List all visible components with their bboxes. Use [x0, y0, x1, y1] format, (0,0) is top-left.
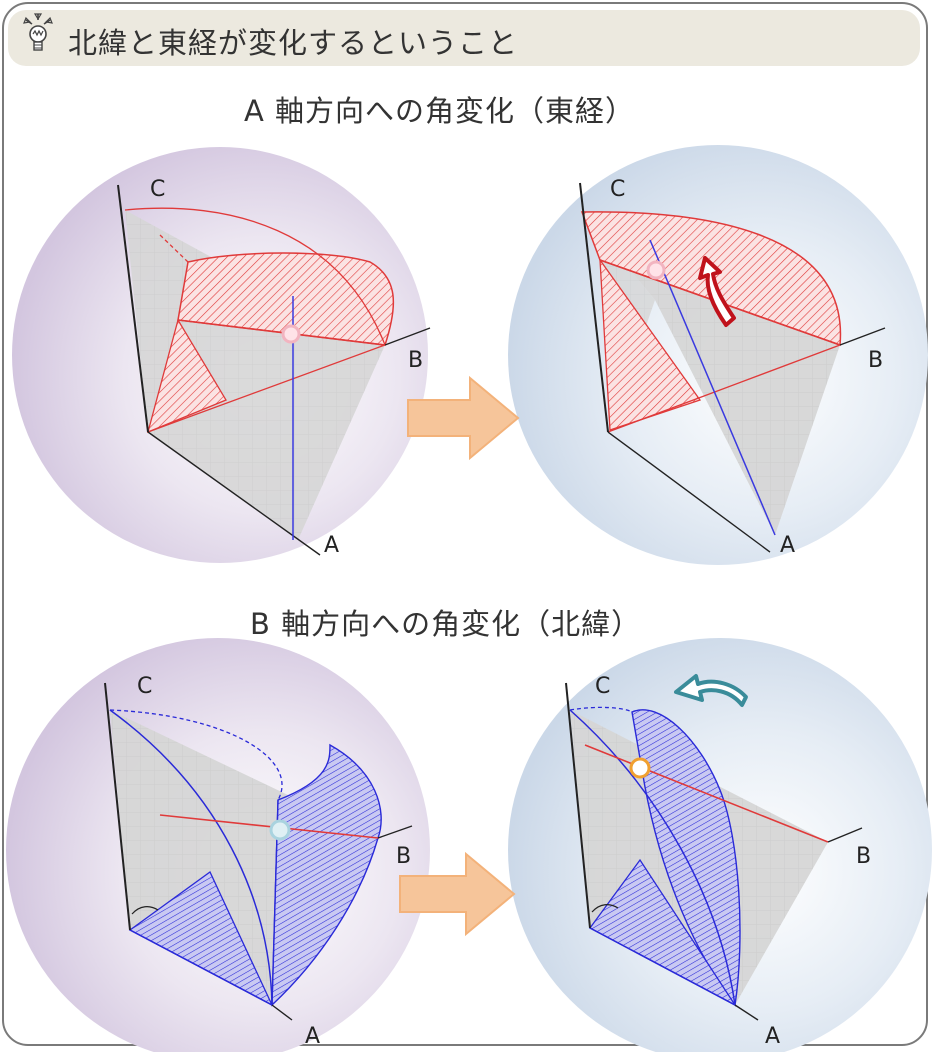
axis-label-c: C — [610, 177, 625, 202]
transition-arrow-icon — [399, 851, 516, 937]
axis-label-b: B — [856, 844, 871, 869]
axis-label-c: C — [595, 674, 610, 699]
axis-label-a: A — [765, 1024, 780, 1049]
axis-label-a: A — [780, 533, 795, 558]
section-b-title: B 軸方向への角変化（北緯） — [250, 607, 642, 641]
point-marker-orange — [629, 757, 651, 779]
axis-label-c: C — [150, 177, 165, 202]
panel-a-left — [12, 147, 431, 563]
transition-arrow-icon — [407, 375, 520, 461]
lightbulb-idea-icon — [23, 13, 53, 51]
section-a-title: A 軸方向への角変化（東経） — [244, 94, 636, 128]
title-bar — [8, 10, 920, 66]
page-title: 北緯と東経が変化するということ — [68, 26, 519, 60]
point-marker-pink — [646, 260, 666, 280]
axis-label-b: B — [868, 348, 883, 373]
axis-label-b: B — [408, 348, 423, 373]
axis-label-c: C — [137, 674, 152, 699]
panel-b-left — [6, 638, 430, 1052]
rotate-arrow-icon — [698, 256, 736, 327]
panel-b-right — [508, 638, 932, 1052]
point-marker-cyan — [269, 819, 291, 841]
axis-label-a: A — [324, 533, 339, 558]
point-marker-pink — [281, 324, 301, 344]
panel-a-right — [508, 145, 928, 565]
rotate-arrow-icon — [674, 674, 748, 707]
axis-label-a: A — [305, 1024, 320, 1049]
axis-label-b: B — [396, 844, 411, 869]
